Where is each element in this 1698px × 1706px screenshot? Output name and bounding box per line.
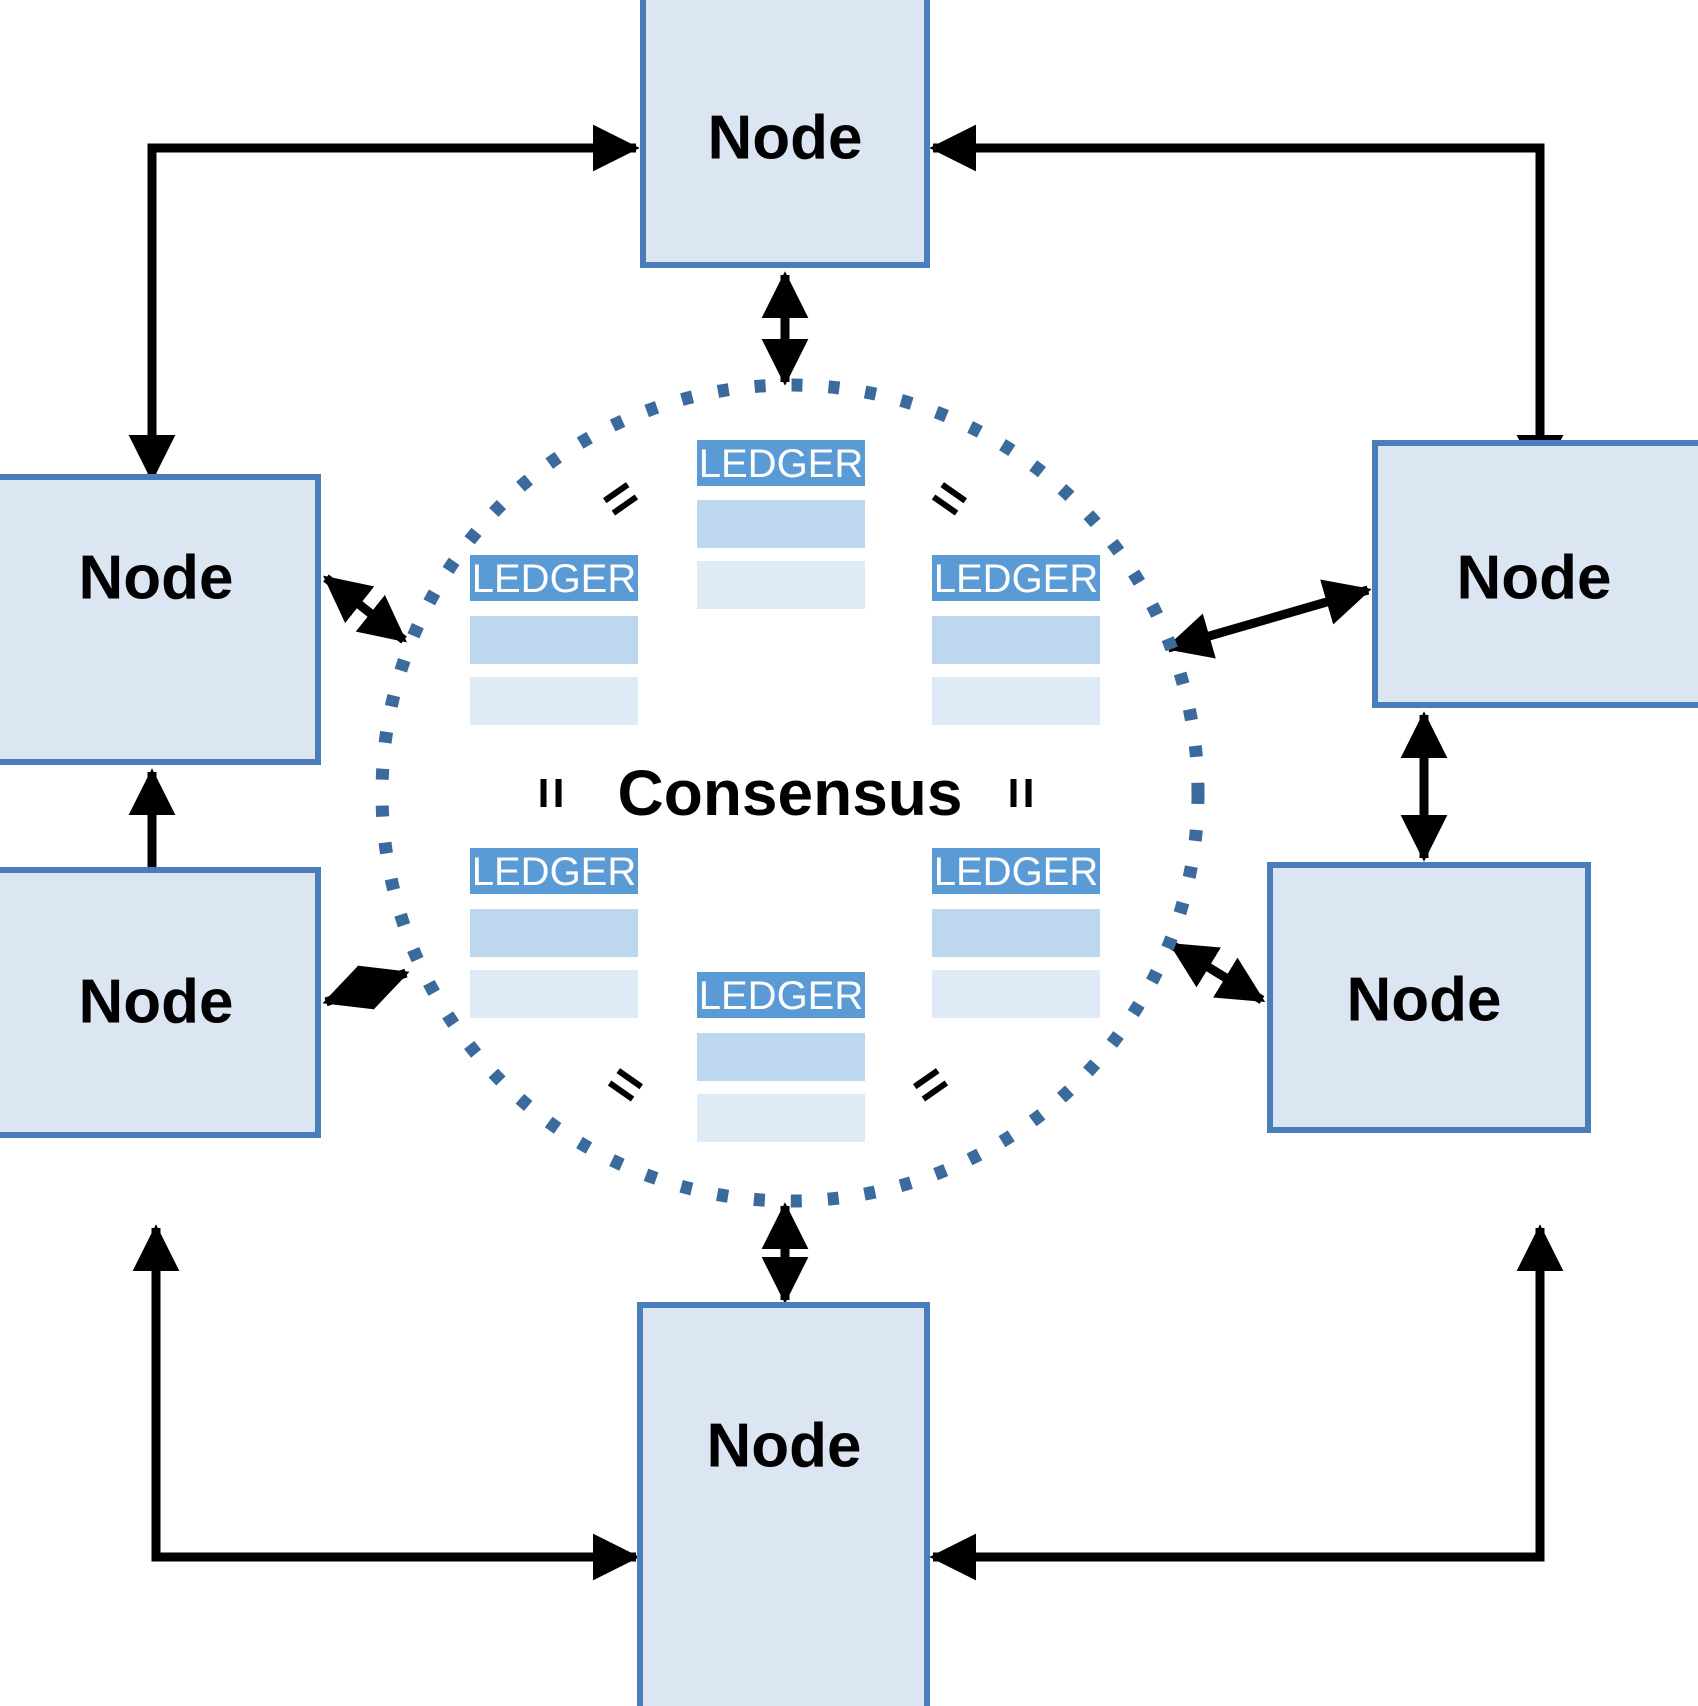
node-right-lower-label: Node [1347,966,1502,1035]
svg-text:=: = [589,463,652,533]
ledger-block [932,909,1100,957]
ledger-lower-right-label: LEDGER [934,850,1099,894]
ledger-upper-right-label: LEDGER [934,557,1099,601]
consensus-label-group: Consensus [618,757,963,829]
link-bottomright-elbow [929,1224,1564,1581]
equals-lower-right: = [899,1049,962,1119]
ledger-block [697,561,865,609]
link-topleft-elbow [128,124,640,482]
link-bottomleft-elbow [132,1224,640,1581]
ledger-block [932,677,1100,725]
ledger-lower-left[interactable]: LEDGER [470,848,638,1018]
ledger-block [470,909,638,957]
ledger-block [470,616,638,664]
node-right-lower[interactable]: Node [1267,862,1591,1133]
svg-text:=: = [521,777,584,810]
svg-text:=: = [899,1049,962,1119]
node-right-upper[interactable]: Node [1372,440,1698,708]
link-rightlower-center [1168,941,1266,1004]
consensus-boundary-circle [375,378,1205,1208]
ledger-upper-left[interactable]: LEDGER [470,555,638,725]
ledger-block [470,677,638,725]
node-left-lower[interactable]: Node [0,867,321,1138]
svg-text:=: = [595,1049,658,1119]
ledger-bottom-label: LEDGER [699,974,864,1018]
equals-mid-right: = [991,777,1054,810]
ledger-upper-left-label: LEDGER [472,557,637,601]
node-bottom[interactable]: Node [637,1302,930,1706]
ledger-block [932,616,1100,664]
equals-mid-left: = [521,777,584,810]
link-topright-elbow [929,124,1564,482]
ledger-block [697,1033,865,1081]
ledger-lower-right[interactable]: LEDGER [932,848,1100,1018]
node-right-upper-label: Node [1457,544,1612,613]
equals-upper-left: = [589,463,652,533]
ledger-lower-left-label: LEDGER [472,850,637,894]
node-left-lower-label: Node [79,968,234,1037]
ledger-block [697,1094,865,1142]
node-top-label: Node [708,104,863,173]
ledger-block [697,500,865,548]
node-left-upper-label: Node [79,544,234,613]
ledger-top[interactable]: LEDGER [697,440,865,609]
link-rightupper-center [1164,579,1372,659]
svg-text:=: = [991,777,1054,810]
ledger-block [932,970,1100,1018]
equals-lower-left: = [595,1049,658,1119]
ledger-top-label: LEDGER [699,442,864,486]
equals-upper-right: = [919,463,982,533]
ledger-upper-right[interactable]: LEDGER [932,555,1100,725]
consensus-label: Consensus [618,757,963,829]
node-top[interactable]: Node [640,0,930,268]
node-bottom-label: Node [707,1412,862,1481]
link-leftlower-center [322,965,410,1010]
link-leftupper-center [323,574,407,644]
node-left-upper[interactable]: Node [0,474,321,765]
svg-text:=: = [919,463,982,533]
ledger-bottom[interactable]: LEDGER [697,972,865,1142]
ledger-block [470,970,638,1018]
